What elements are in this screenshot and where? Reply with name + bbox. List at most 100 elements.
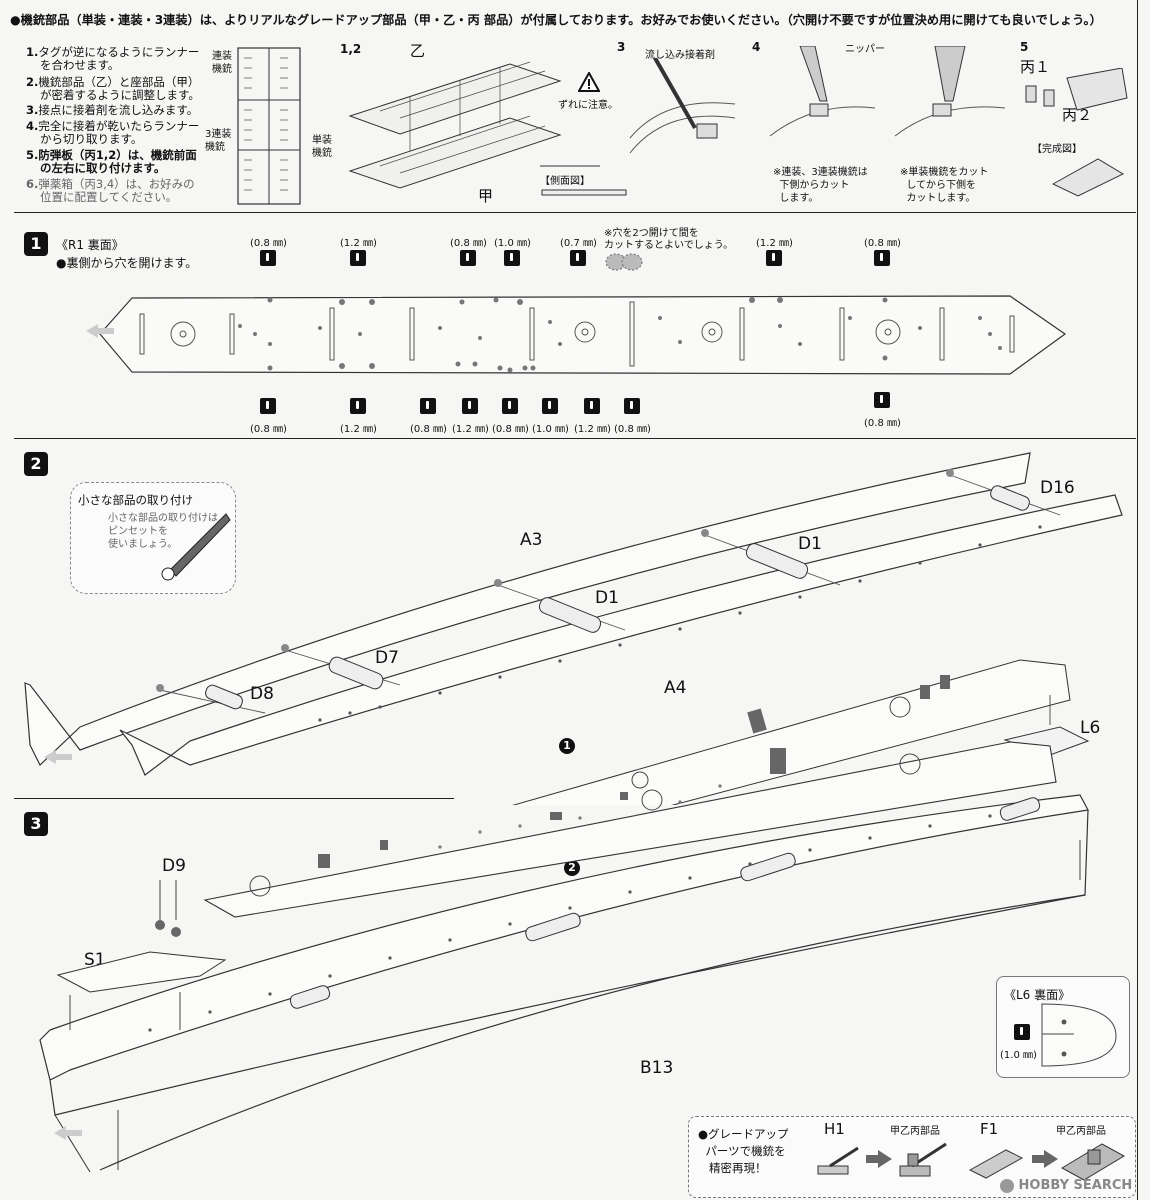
drill-icon: [874, 392, 890, 408]
step1-title: 《R1 裏面》: [56, 238, 124, 252]
step-text: を合わせます。: [40, 58, 120, 72]
part-f1-label: F1: [980, 1120, 999, 1138]
parts-label: 甲乙丙部品: [890, 1126, 940, 1137]
direction-arrow-icon: [54, 1126, 82, 1140]
shield-parts-diagram: [1025, 68, 1128, 111]
arrow-right-icon: [1032, 1150, 1058, 1168]
hole-cut-icon: [605, 253, 643, 271]
l6-title: 《L6 裏面》: [1004, 988, 1071, 1002]
drill-size: (0.8 ㎜): [864, 418, 901, 429]
step2-number: 2: [24, 452, 48, 476]
tweezers-icon: [161, 513, 231, 581]
drill-size: (0.7 ㎜): [560, 238, 597, 249]
drill-icon: [460, 250, 476, 266]
nipper-diagram: [769, 46, 1006, 137]
direction-arrow-icon: [86, 324, 114, 338]
step-text: から切り取ります。: [40, 132, 143, 146]
gun-h1-icon: [817, 1146, 859, 1175]
side-view-diagram: [541, 189, 627, 196]
runner-label-triple: 3連装機銃: [205, 129, 232, 153]
drill-icon: [420, 398, 436, 414]
complete-label: 【完成図】: [1032, 144, 1082, 155]
step12-label: 1,2: [340, 42, 362, 56]
glue-diagram: [629, 58, 736, 154]
drill-icon: [874, 250, 890, 266]
drill-icon: [1014, 1024, 1030, 1040]
drill-size: (0.8 ㎜): [864, 238, 901, 249]
arrow-right-icon: [866, 1150, 892, 1168]
complete-diagram: [1051, 158, 1125, 197]
step-number: 4.: [26, 119, 39, 133]
step3-number: 3: [24, 812, 48, 836]
step-text: 防弾板（丙1,2）は、機銃前面: [38, 148, 197, 162]
drill-size: (1.2 ㎜): [340, 424, 377, 435]
drill-size: (1.0 ㎜): [494, 238, 531, 249]
step1-number: 1: [24, 232, 48, 256]
label-l6: L6: [1080, 718, 1101, 738]
drill-size: (0.8 ㎜): [410, 424, 447, 435]
drill-size: (0.8 ㎜): [250, 424, 287, 435]
step-text: タグが逆になるようにランナー: [38, 45, 200, 59]
drill-size: (1.2 ㎜): [756, 238, 793, 249]
step-text: 位置に配置してください。: [40, 190, 178, 204]
drill-icon: [502, 398, 518, 414]
caution-icon: [578, 72, 600, 92]
glue-label: 流し込み接着剤: [645, 50, 715, 61]
deck-part-1: [203, 741, 1057, 918]
drill-icon: [584, 398, 600, 414]
step-text: 完全に接着が乾いたらランナー: [38, 119, 200, 133]
otsu-label: 乙: [410, 42, 426, 60]
drill-icon: [350, 398, 366, 414]
drill-size: (0.8 ㎜): [450, 238, 487, 249]
step-number: 2.: [26, 75, 39, 89]
label-d8: D8: [250, 684, 274, 704]
hei2-label: 丙２: [1062, 106, 1093, 124]
drill-icon: [350, 250, 366, 266]
ref-step1-icon: 1: [559, 738, 575, 754]
drill-size: (0.8 ㎜): [492, 424, 529, 435]
hei1-label: 丙１: [1020, 58, 1051, 76]
drill-icon: [766, 250, 782, 266]
drill-size: (1.2 ㎜): [574, 424, 611, 435]
drill-size: (1.0 ㎜): [532, 424, 569, 435]
hobby-search-watermark: HOBBY SEARCH: [1000, 1178, 1132, 1193]
tip-text: 小さな部品の取り付けはピンセットを使いましょう。: [108, 513, 218, 550]
step5-label: 5: [1020, 40, 1029, 54]
step-text: 機銃部品（乙）と座部品（甲）: [38, 75, 200, 89]
gun-f1-upgraded-icon: [1060, 1143, 1126, 1181]
grade-up-text: ●グレードアップ パーツで機銃を 精密再現！: [698, 1127, 789, 1175]
step1-subtitle: ●裏側から穴を開けます。: [56, 256, 198, 270]
drill-icon: [624, 398, 640, 414]
step-text: 弾薬箱（丙3,4）は、お好みの: [38, 177, 195, 191]
step4-label: 4: [752, 40, 761, 54]
direction-arrow-icon: [44, 750, 72, 764]
label-d7: D7: [375, 648, 399, 668]
step-number: 5.: [26, 148, 39, 162]
step-text: の左右に取り付けます。: [40, 161, 166, 175]
drill-icon: [504, 250, 520, 266]
step4-note-single: ※単装機銃をカット してから下側を カットします。: [900, 167, 989, 204]
label-d9: D9: [162, 856, 186, 876]
step-number: 6.: [26, 177, 39, 191]
hull-side-view: [24, 452, 1123, 805]
gun-h1-upgraded-icon: [899, 1142, 947, 1177]
label-d1a: D1: [798, 534, 822, 554]
runner-diagram: [237, 47, 301, 205]
drill-size: (1.0 ㎜): [1000, 1050, 1037, 1061]
drill-icon: [260, 250, 276, 266]
runner-label-single: 単装機銃: [312, 135, 332, 159]
step1-note: ※穴を2つ開けて間をカットするとよいでしょう。: [604, 228, 734, 251]
step-number: 1.: [26, 45, 39, 59]
drill-icon: [260, 398, 276, 414]
gun-f1-icon: [968, 1149, 1024, 1179]
drill-icon: [570, 250, 586, 266]
runner-sprue-diagram: [348, 61, 600, 189]
step3-label: 3: [617, 40, 626, 54]
label-a3: A3: [520, 530, 543, 550]
step-number: 3.: [26, 103, 39, 117]
nipper-label: ニッパー: [845, 44, 885, 55]
label-d16: D16: [1040, 478, 1075, 498]
drill-icon: [542, 398, 558, 414]
runner-label-twin: 連装機銃: [212, 51, 232, 75]
kou-label: 甲: [478, 187, 494, 205]
